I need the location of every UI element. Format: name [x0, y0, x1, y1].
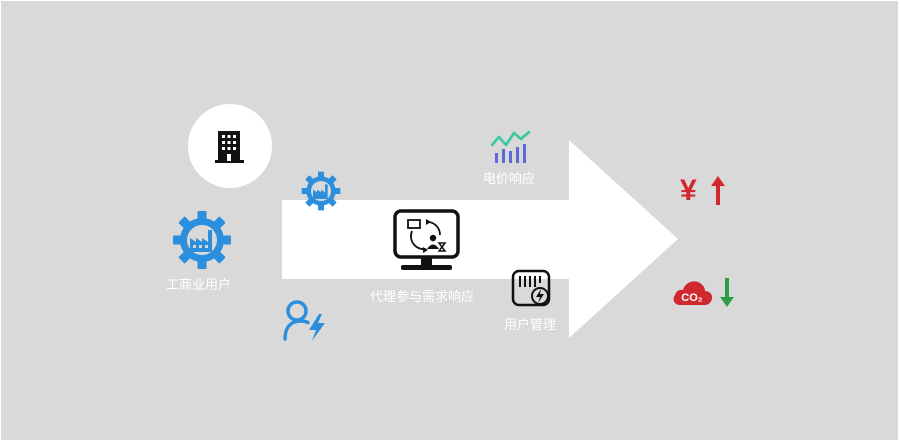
user-power-icon — [283, 300, 325, 341]
co2-cloud-icon: CO₂ — [673, 281, 713, 305]
price-response-label: 电价响应 — [483, 171, 536, 186]
building-icon — [215, 131, 244, 163]
enterprise-user-label: 工商业用户 — [166, 277, 232, 292]
co2-text: CO₂ — [681, 292, 703, 304]
yen-symbol: ¥ — [680, 174, 697, 207]
management-icon — [511, 269, 551, 307]
agent-dr-label: 代理参与需求响应 — [370, 289, 475, 304]
cost-up-arrow-icon — [711, 176, 725, 205]
user-management-label: 用户管理 — [504, 317, 557, 332]
emission-down-arrow-icon — [720, 278, 734, 307]
monitor-icon — [393, 209, 460, 270]
gear-factory-small-icon — [301, 171, 341, 211]
gear-factory-icon — [173, 211, 231, 269]
price-chart-icon — [490, 130, 531, 163]
